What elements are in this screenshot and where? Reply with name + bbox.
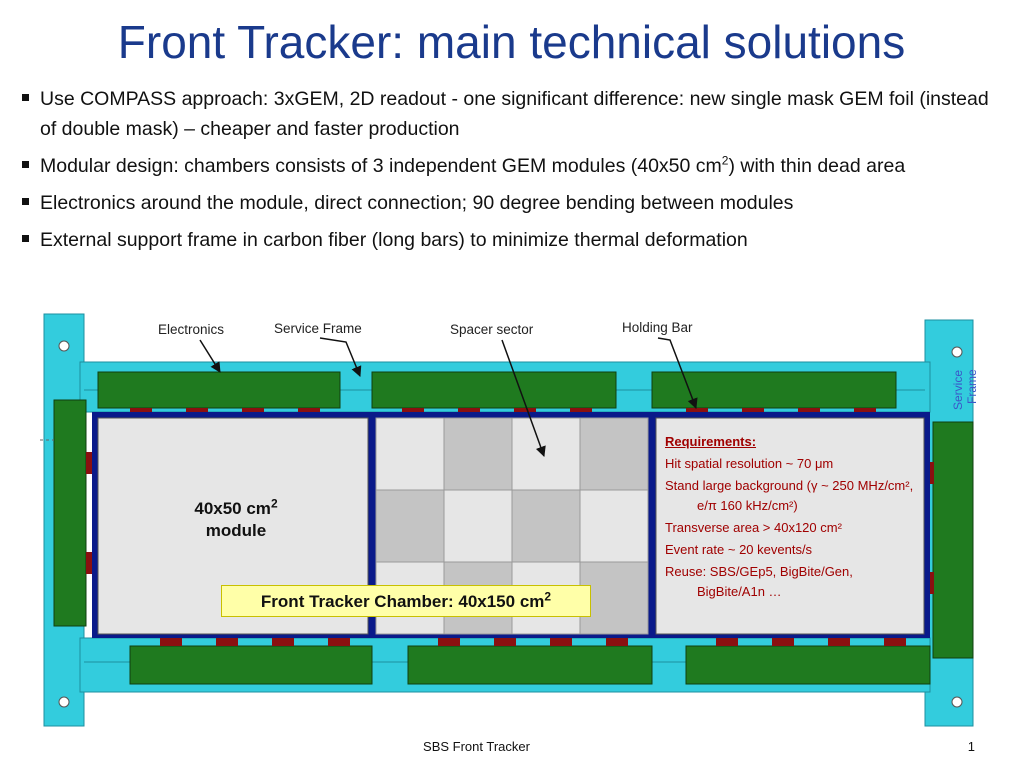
label-spacer-sector: Spacer sector [450,322,534,337]
bullet-marker-icon [22,161,29,168]
requirements-title: Requirements: [665,434,757,449]
bullet-marker-icon [22,198,29,205]
bullet-list: Use COMPASS approach: 3xGEM, 2D readout … [22,84,997,262]
module-label-line1: 40x50 cm [194,499,271,518]
bullet-text-after: ) with thin dead area [728,155,906,177]
arrow-electronics [199,339,221,373]
requirement-item: Hit spatial resolution ~ 70 μm [665,456,834,471]
module-label-sup: 2 [270,496,278,511]
mount-hole-icon [951,696,963,708]
electronics-board-bottom [129,645,373,685]
chamber-label-text: Front Tracker Chamber: 40x150 cm [260,592,545,611]
electronics-board-bottom [407,645,653,685]
electronics-board-left [53,399,87,627]
bullet-text: Modular design: chambers consists of 3 i… [40,155,722,177]
bullet-item: External support frame in carbon fiber (… [22,225,997,255]
label-holding-bar: Holding Bar [622,320,693,335]
requirement-item: Event rate ~ 20 kevents/s [665,542,813,557]
requirements-box: Requirements: Hit spatial resolution ~ 7… [665,432,923,602]
footer-text: SBS Front Tracker [423,739,530,754]
arrow-spacer-sector [501,339,546,457]
bullet-text: External support frame in carbon fiber (… [40,229,748,251]
requirement-item: Stand large background (γ ~ 250 MHz/cm²,… [665,478,914,513]
label-electronics: Electronics [158,322,224,337]
requirement-item: Reuse: SBS/GEp5, BigBite/Gen, BigBite/A1… [665,564,853,599]
bullet-marker-icon [22,235,29,242]
module-label-line2: module [205,521,267,540]
electronics-board-top [371,371,617,409]
arrow-service-frame [319,337,362,377]
bullet-text: Electronics around the module, direct co… [40,192,794,214]
bullet-item: Electronics around the module, direct co… [22,188,997,218]
label-service-frame: Service Frame [274,321,362,336]
electronics-board-top [97,371,341,409]
bullet-item: Use COMPASS approach: 3xGEM, 2D readout … [22,84,997,144]
label-service-frame-vertical: Service [951,370,965,410]
mount-hole-icon [58,340,70,352]
chamber-label-sup: 2 [544,589,552,604]
electronics-board-bottom [685,645,931,685]
arrow-holding-bar [657,337,698,409]
bullet-marker-icon [22,94,29,101]
chamber-label: Front Tracker Chamber: 40x150 cm2 [221,585,591,617]
bullet-item: Modular design: chambers consists of 3 i… [22,151,997,181]
mount-hole-icon [951,346,963,358]
label-service-frame-vertical-2: Frame [965,369,979,404]
page-number: 1 [967,739,975,754]
bullet-text: Use COMPASS approach: 3xGEM, 2D readout … [40,88,989,140]
requirement-item: Transverse area > 40x120 cm² [665,520,842,535]
slide-title: Front Tracker: main technical solutions [117,16,906,68]
module-label: 40x50 cm2 module [163,496,309,542]
electronics-board-right [932,421,974,659]
mount-hole-icon [58,696,70,708]
gem-module-3 [655,417,925,635]
bullet-superscript: 2 [721,153,729,168]
